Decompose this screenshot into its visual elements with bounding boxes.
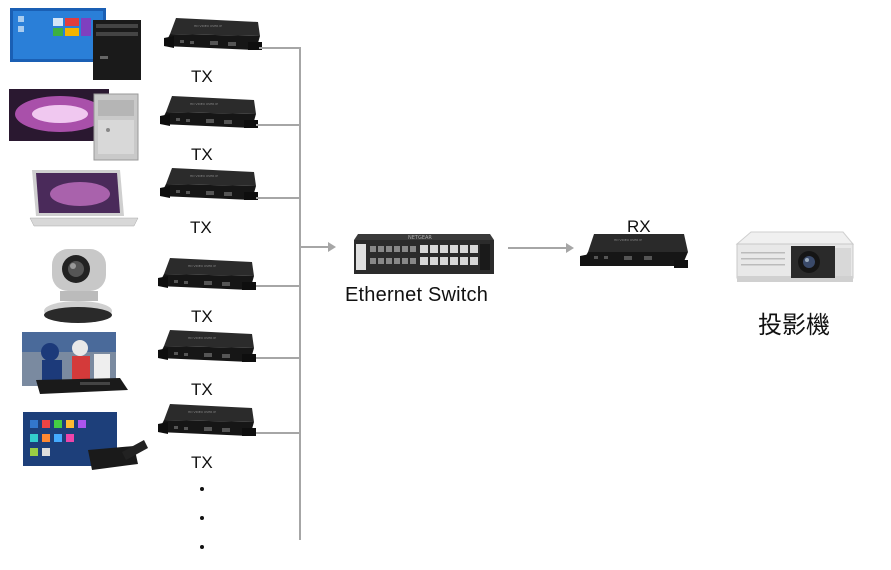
svg-text:HD VIDEO OVER IP: HD VIDEO OVER IP [188,264,216,268]
source-ptz-camera [38,245,118,325]
ethernet-switch: NETGEAR [350,230,496,278]
rx-unit: HD VIDEO OVER IP [574,232,690,272]
windows-pc-image [10,8,141,80]
arrow-to-switch [300,242,336,252]
ellipsis-dot [200,516,204,520]
source-laptop [28,168,143,233]
ethernet-switch-image: NETGEAR [354,234,494,274]
tx-connector-6 [256,432,301,434]
tx-unit-image: HD VIDEO OVER IP [160,96,258,128]
svg-text:HD VIDEO OVER IP: HD VIDEO OVER IP [614,238,642,242]
tx-unit: HD VIDEO OVER IP [154,328,258,368]
tx-unit: HD VIDEO OVER IP [154,256,258,296]
svg-text:HD VIDEO OVER IP: HD VIDEO OVER IP [194,24,222,28]
tx-unit: HD VIDEO OVER IP [154,402,258,442]
tx-unit: HD VIDEO OVER IP [156,94,260,134]
android-tv-box-image [23,412,148,470]
tx-connector-7 [299,538,301,540]
source-mac-pro [8,86,143,164]
tx-connector-4 [256,285,301,287]
svg-text:HD VIDEO OVER IP: HD VIDEO OVER IP [190,174,218,178]
tx-unit: HD VIDEO OVER IP [160,16,264,56]
sports-settop-box-image [22,332,128,394]
projector-image [735,231,855,282]
svg-text:HD VIDEO OVER IP: HD VIDEO OVER IP [190,102,218,106]
tx-unit-image: HD VIDEO OVER IP [160,168,258,200]
tx-unit-image: HD VIDEO OVER IP [158,404,256,436]
ellipsis-dot [200,487,204,491]
ellipsis-dot [200,545,204,549]
rx-unit-image: HD VIDEO OVER IP [580,234,688,268]
tx-connector-5 [256,357,301,359]
tx-label: TX [191,380,213,399]
tx-unit-image: HD VIDEO OVER IP [158,258,256,290]
projector-label: 投影機 [758,311,830,339]
arrow-to-rx [508,243,574,253]
tx-label: TX [191,307,213,326]
tx-label: TX [191,67,213,86]
tx-unit-image: HD VIDEO OVER IP [164,18,262,50]
svg-text:HD VIDEO OVER IP: HD VIDEO OVER IP [188,410,216,414]
rx-label: RX [627,217,651,236]
tx-unit: HD VIDEO OVER IP [156,166,260,206]
bus-vertical-line [299,47,301,540]
tx-connector-1 [259,47,301,49]
projector [733,230,857,288]
tx-label: TX [191,453,213,472]
tx-unit-image: HD VIDEO OVER IP [158,330,256,362]
source-windows-pc [8,6,143,81]
tx-label: TX [191,145,213,164]
svg-text:NETGEAR: NETGEAR [408,235,432,241]
mac-pro-image [9,89,139,161]
ethernet-switch-label: Ethernet Switch [345,284,489,306]
tx-connector-2 [256,124,301,126]
svg-text:HD VIDEO OVER IP: HD VIDEO OVER IP [188,336,216,340]
tx-label: TX [190,218,212,237]
source-sports-settop-box [20,330,132,400]
tx-connector-3 [256,197,301,199]
ptz-camera-image [44,249,112,323]
laptop-image [29,170,139,227]
source-android-tv-box [22,410,152,480]
